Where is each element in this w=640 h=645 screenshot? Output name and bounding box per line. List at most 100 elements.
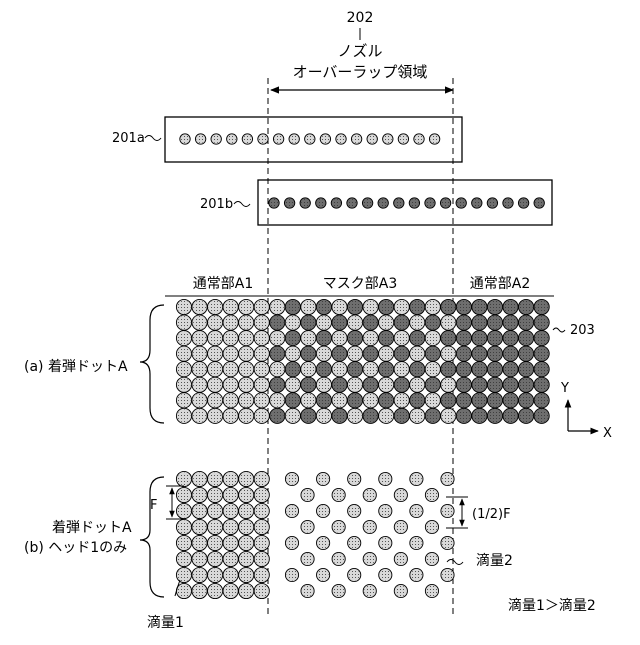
landed-dot-a: [472, 393, 487, 408]
landed-dot-a: [394, 393, 409, 408]
landed-dot-a: [425, 408, 440, 423]
landed-dot-drop1: [192, 551, 207, 566]
landed-dot-drop2: [425, 552, 438, 565]
landed-dot-a: [192, 299, 207, 314]
landed-dot-a: [379, 408, 394, 423]
landed-dot-drop1: [208, 535, 223, 550]
landed-dot-drop1: [239, 503, 254, 518]
nozzle-a: [258, 134, 268, 144]
landed-dot-a: [503, 408, 518, 423]
landed-dot-a: [239, 408, 254, 423]
landed-dot-drop2: [394, 520, 407, 533]
landed-dot-drop2: [332, 584, 345, 597]
landed-dot-drop1: [208, 519, 223, 534]
landed-dot-drop1: [239, 567, 254, 582]
nozzle-b: [425, 198, 435, 208]
landed-dot-a: [363, 346, 378, 361]
landed-dot-a: [285, 315, 300, 330]
nozzle-a: [305, 134, 315, 144]
landed-dot-drop2: [441, 536, 454, 549]
landed-dot-a: [534, 408, 549, 423]
landed-dot-a: [472, 377, 487, 392]
landed-dot-a: [425, 346, 440, 361]
landed-dot-drop1: [239, 535, 254, 550]
nozzle-b: [394, 198, 404, 208]
nozzle-label-line1: ノズル: [337, 42, 382, 60]
landed-dot-a: [176, 346, 191, 361]
landed-dot-a: [239, 362, 254, 377]
landed-dot-a: [410, 346, 425, 361]
landed-dot-a: [503, 393, 518, 408]
landed-dot-drop2: [425, 488, 438, 501]
landed-dot-a: [472, 346, 487, 361]
landed-dot-a: [456, 331, 471, 346]
panel-b-dot-grid: [176, 471, 454, 598]
landed-dot-a: [534, 377, 549, 392]
landed-dot-drop1: [176, 503, 191, 518]
landed-dot-a: [425, 362, 440, 377]
landed-dot-a: [285, 331, 300, 346]
landed-dot-a: [192, 346, 207, 361]
nozzle-b: [409, 198, 419, 208]
landed-dot-a: [519, 299, 534, 314]
landed-dot-a: [270, 408, 285, 423]
landed-dot-drop1: [223, 567, 238, 582]
landed-dot-a: [394, 377, 409, 392]
landed-dot-drop2: [285, 504, 298, 517]
landed-dot-a: [487, 408, 502, 423]
landed-dot-a: [379, 377, 394, 392]
landed-dot-a: [379, 346, 394, 361]
landed-dot-drop1: [254, 471, 269, 486]
landed-dot-drop1: [239, 471, 254, 486]
landed-dot-a: [456, 408, 471, 423]
landed-dot-a: [208, 377, 223, 392]
landed-dot-a: [332, 408, 347, 423]
landed-dot-a: [487, 362, 502, 377]
drop2-leader: [447, 560, 463, 565]
landed-dot-a: [534, 393, 549, 408]
landed-dot-a: [239, 393, 254, 408]
landed-dot-a: [534, 331, 549, 346]
landed-dot-drop2: [394, 584, 407, 597]
landed-dot-drop2: [394, 488, 407, 501]
landed-dot-drop1: [208, 551, 223, 566]
nozzle-b: [347, 198, 357, 208]
landed-dot-drop1: [254, 535, 269, 550]
landed-dot-a: [192, 393, 207, 408]
landed-dot-a: [223, 315, 238, 330]
landed-dot-drop1: [223, 583, 238, 598]
landed-dot-a: [208, 362, 223, 377]
head-201a-label: 201a: [112, 131, 145, 146]
landed-dot-drop1: [192, 567, 207, 582]
landed-dot-a: [208, 393, 223, 408]
landed-dot-a: [472, 299, 487, 314]
nozzle-b: [456, 198, 466, 208]
landed-dot-a: [379, 331, 394, 346]
landed-dot-a: [176, 331, 191, 346]
landed-dot-drop2: [441, 504, 454, 517]
panel-a-dot-grid: [176, 299, 549, 423]
landed-dot-a: [285, 393, 300, 408]
landed-dot-drop1: [192, 535, 207, 550]
nozzle-a: [414, 134, 424, 144]
landed-dot-a: [176, 299, 191, 314]
landed-dot-a: [301, 315, 316, 330]
landed-dot-drop2: [410, 568, 423, 581]
landed-dot-drop2: [317, 472, 330, 485]
landed-dot-a: [332, 346, 347, 361]
landed-dot-drop1: [223, 471, 238, 486]
landed-dot-a: [347, 362, 362, 377]
landed-dot-a: [456, 299, 471, 314]
landed-dot-drop1: [239, 583, 254, 598]
landed-dot-a: [410, 315, 425, 330]
ref-202-label: 202: [347, 10, 374, 26]
landed-dot-a: [534, 299, 549, 314]
landed-dot-drop2: [379, 472, 392, 485]
landed-dot-drop1: [254, 487, 269, 502]
landed-dot-drop2: [285, 472, 298, 485]
nozzle-b: [331, 198, 341, 208]
landed-dot-a: [239, 346, 254, 361]
landed-dot-a: [519, 377, 534, 392]
panel-b-brace: [140, 477, 164, 597]
